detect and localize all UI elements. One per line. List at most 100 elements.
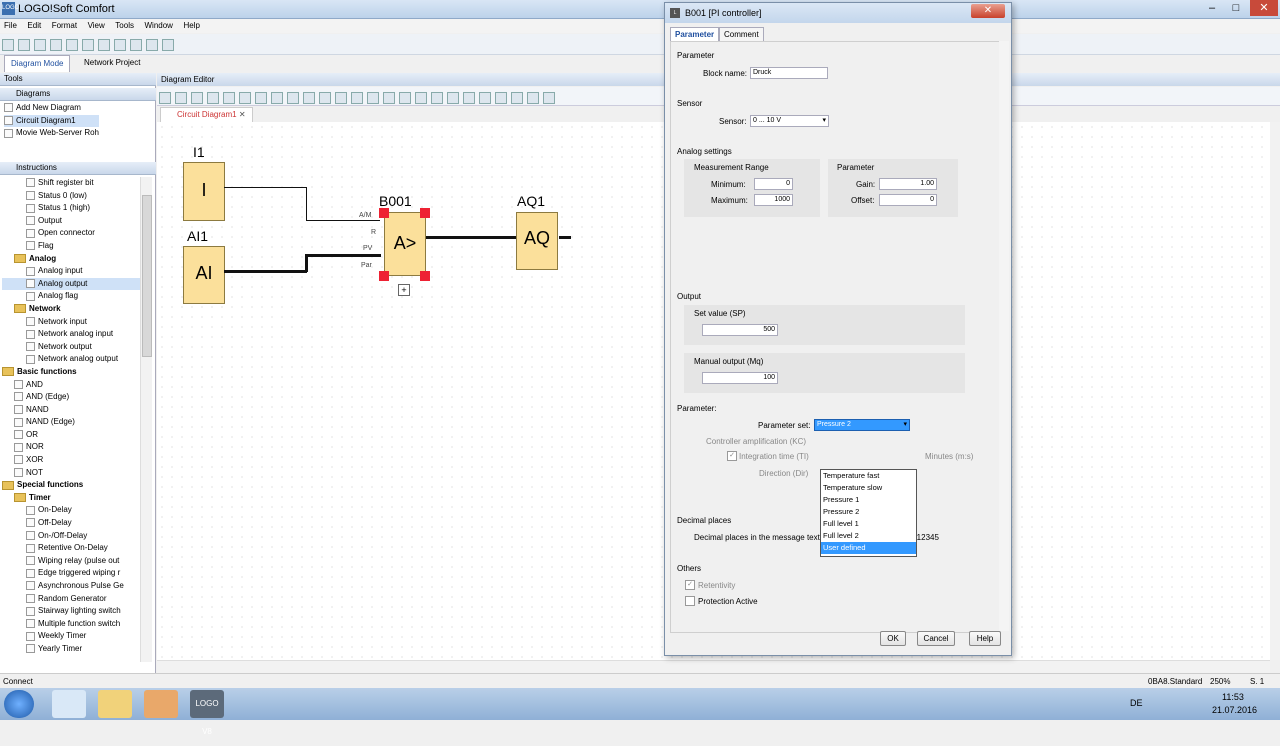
tree-item[interactable]: AND (Edge)	[2, 391, 140, 404]
undo-icon[interactable]	[114, 39, 126, 51]
tree-item[interactable]: Analog flag	[2, 290, 140, 303]
selection-handle[interactable]	[379, 208, 389, 218]
simulation-icon[interactable]	[543, 92, 555, 104]
close-tab-icon[interactable]: ✕	[238, 110, 246, 119]
wire-i1[interactable]	[306, 220, 380, 221]
parameter-set-option[interactable]: Temperature slow	[823, 483, 883, 492]
align-icon[interactable]	[223, 92, 235, 104]
tree-item[interactable]: NAND (Edge)	[2, 416, 140, 429]
save-icon[interactable]	[34, 39, 46, 51]
maximum-input[interactable]: 1000	[754, 194, 793, 206]
block-icon[interactable]	[383, 92, 395, 104]
redo-icon[interactable]	[130, 39, 142, 51]
tree-item[interactable]: Stairway lighting switch	[2, 605, 140, 618]
tree-item[interactable]: Analog input	[2, 265, 140, 278]
tree-item[interactable]: OR	[2, 429, 140, 442]
copy-icon[interactable]	[82, 39, 94, 51]
tree-item[interactable]: Multiple function switch	[2, 618, 140, 631]
menu-view[interactable]: View	[87, 21, 105, 30]
layer-icon[interactable]	[287, 92, 299, 104]
align-icon[interactable]	[207, 92, 219, 104]
menu-edit[interactable]: Edit	[27, 21, 42, 30]
tree-item[interactable]: Shift register bit	[2, 177, 140, 190]
block-icon[interactable]	[335, 92, 347, 104]
block-aq1[interactable]: AQ	[516, 212, 558, 270]
tree-item[interactable]: Analog output	[2, 277, 140, 291]
wire-aq1-out[interactable]	[559, 236, 571, 239]
block-b001[interactable]: A>	[384, 212, 426, 276]
help-pointer-icon[interactable]	[162, 39, 174, 51]
canvas-vertical-scrollbar[interactable]	[1270, 122, 1280, 660]
tab-comment[interactable]: Comment	[719, 27, 764, 41]
parameter-set-option[interactable]: Full level 1	[823, 519, 859, 528]
wire-ai1[interactable]	[305, 254, 381, 257]
diagrams-header[interactable]: Diagrams	[0, 88, 156, 101]
folder-icon[interactable]	[98, 690, 132, 718]
tree-item[interactable]: Weekly Timer	[2, 630, 140, 643]
gain-input[interactable]: 1.00	[879, 178, 937, 190]
logo-app-button[interactable]: LOGO V8	[190, 690, 224, 736]
transfer-icon[interactable]	[146, 39, 158, 51]
tree-folder[interactable]: Analog	[2, 253, 140, 266]
tree-item[interactable]: NAND	[2, 404, 140, 417]
canvas-horizontal-scrollbar[interactable]	[157, 660, 1270, 673]
simulation-icon[interactable]	[527, 92, 539, 104]
tree-item[interactable]: Status 0 (low)	[2, 190, 140, 203]
tree-folder[interactable]: Special functions	[2, 479, 140, 492]
align-icon[interactable]	[255, 92, 267, 104]
tree-item[interactable]: Output	[2, 215, 140, 228]
open-icon[interactable]	[18, 39, 30, 51]
selection-handle[interactable]	[420, 271, 430, 281]
tree-folder[interactable]: Timer	[2, 492, 140, 505]
tree-folder[interactable]: Network	[2, 303, 140, 316]
set-value-input[interactable]: 500	[702, 324, 778, 336]
tab-network-project[interactable]: Network Project	[84, 58, 141, 67]
tree-scrollbar[interactable]	[140, 177, 152, 662]
language-indicator[interactable]: DE	[1130, 698, 1143, 708]
tree-item[interactable]: Status 1 (high)	[2, 202, 140, 215]
tree-item[interactable]: Network analog input	[2, 328, 140, 341]
parameter-set-option[interactable]: Pressure 2	[823, 507, 860, 516]
print-icon[interactable]	[50, 39, 62, 51]
clock-date[interactable]: 21.07.2016	[1212, 705, 1258, 715]
tree-folder[interactable]: Basic functions	[2, 366, 140, 379]
tree-item[interactable]: Flag	[2, 240, 140, 253]
ti-checkbox[interactable]: ✓	[727, 451, 737, 461]
menu-file[interactable]: File	[4, 21, 17, 30]
close-button[interactable]: ✕	[1250, 0, 1278, 16]
media-icon[interactable]	[144, 690, 178, 718]
paste-icon[interactable]	[98, 39, 110, 51]
block-ai1[interactable]: AI	[183, 246, 225, 304]
wire-ai1[interactable]	[224, 270, 307, 273]
selection-handle[interactable]	[379, 271, 389, 281]
menu-window[interactable]: Window	[144, 21, 173, 30]
ok-button[interactable]: OK	[880, 631, 906, 646]
tree-scroll-thumb[interactable]	[142, 195, 152, 357]
help-button[interactable]: Help	[969, 631, 1001, 646]
parameter-set-option[interactable]: Pressure 1	[823, 495, 860, 504]
menu-tools[interactable]: Tools	[115, 21, 134, 30]
wire-b001-aq1[interactable]	[424, 236, 516, 239]
select-tool-icon[interactable]	[159, 92, 171, 104]
dialog-scrollbar[interactable]	[999, 41, 1009, 631]
diagram-item-circuit[interactable]: Circuit Diagram1	[4, 114, 99, 128]
redo-icon[interactable]	[319, 92, 331, 104]
block-name-input[interactable]: Druck	[750, 67, 828, 79]
block-icon[interactable]	[367, 92, 379, 104]
tree-item[interactable]: Off-Delay	[2, 517, 140, 530]
tree-item[interactable]: Network analog output	[2, 353, 140, 366]
undo-icon[interactable]	[303, 92, 315, 104]
manual-output-input[interactable]: 100	[702, 372, 778, 384]
tree-item[interactable]: Edge triggered wiping r	[2, 567, 140, 580]
tree-item[interactable]: Network output	[2, 341, 140, 354]
tree-item[interactable]: Retentive On-Delay	[2, 542, 140, 555]
protection-checkbox[interactable]	[685, 596, 695, 606]
tab-parameter[interactable]: Parameter	[670, 27, 720, 41]
layer-icon[interactable]	[271, 92, 283, 104]
tree-item[interactable]: On-/Off-Delay	[2, 530, 140, 543]
tree-item[interactable]: Network input	[2, 316, 140, 329]
page-icon[interactable]	[415, 92, 427, 104]
maximize-button[interactable]: □	[1232, 2, 1240, 14]
network-icon[interactable]	[511, 92, 523, 104]
parameter-set-select[interactable]: Pressure 2▾	[814, 419, 910, 431]
